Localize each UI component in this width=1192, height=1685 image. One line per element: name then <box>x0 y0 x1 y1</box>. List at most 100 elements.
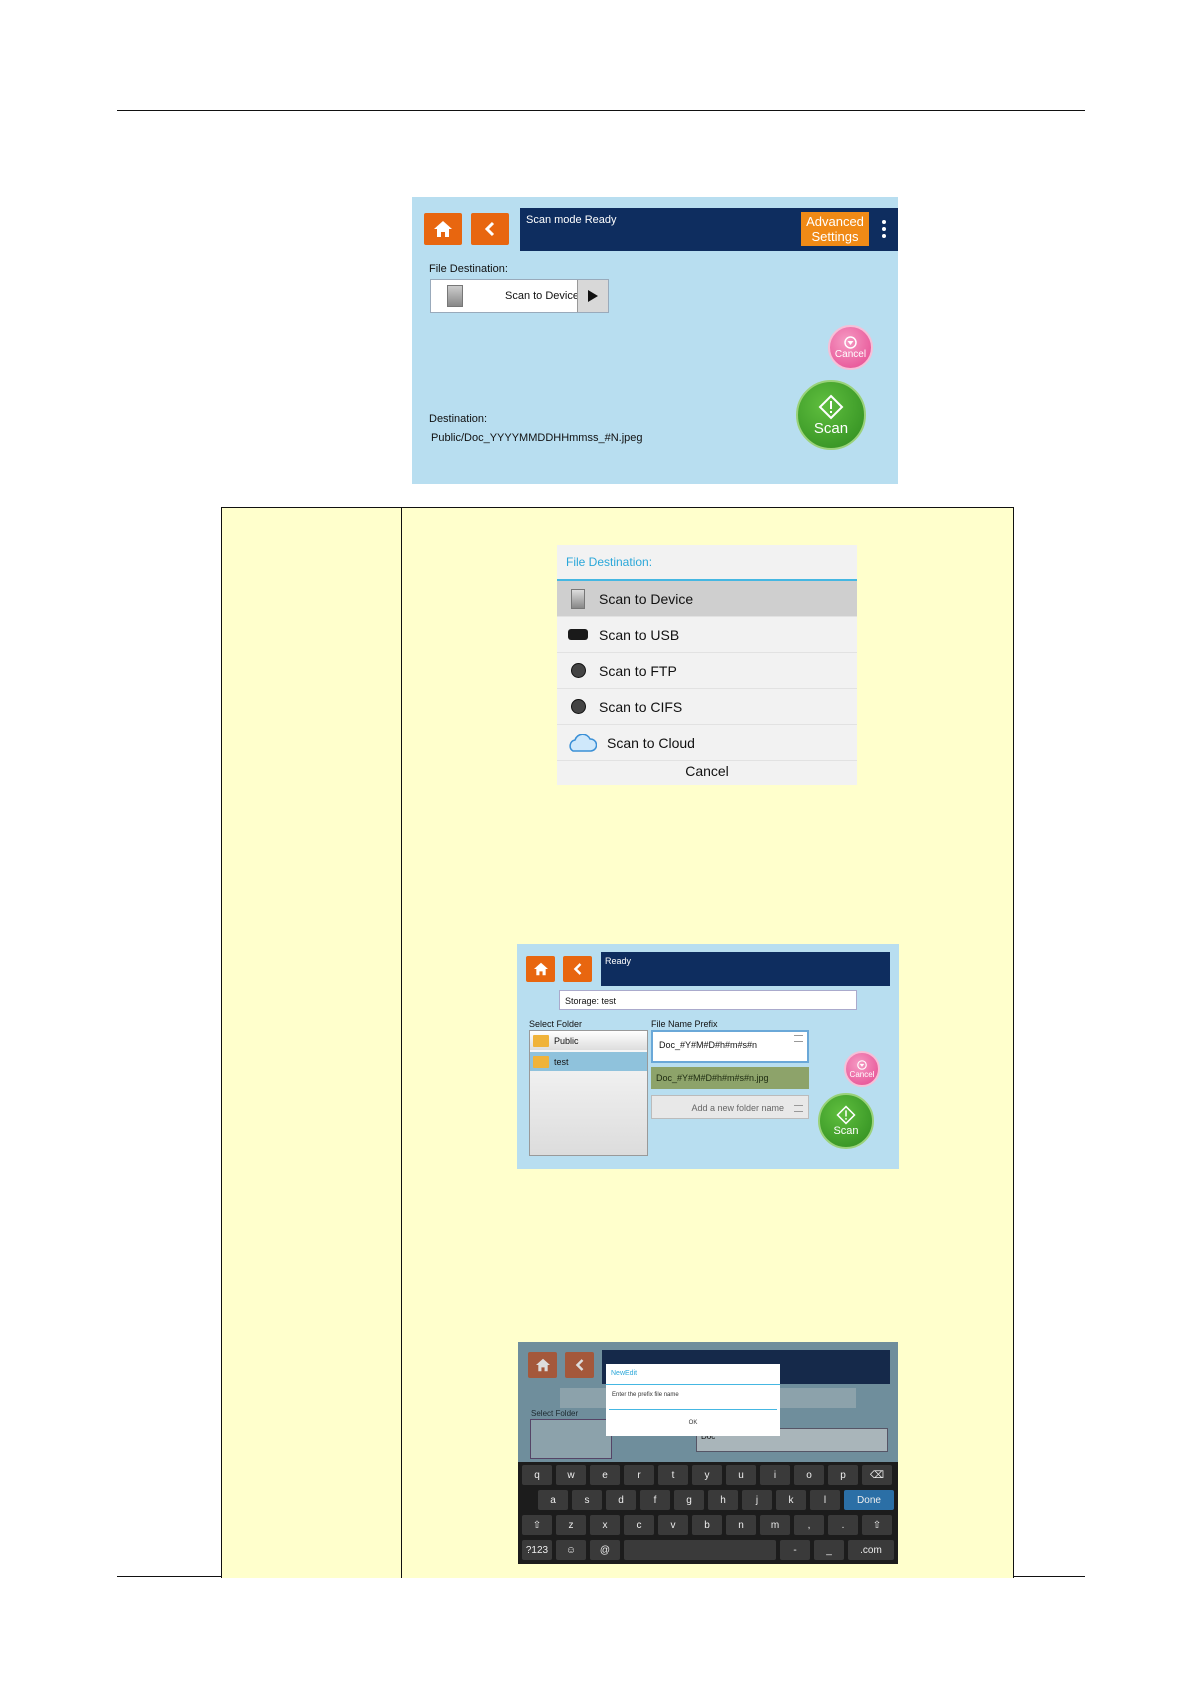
menu-title: File Destination: <box>566 555 653 569</box>
back-button[interactable] <box>565 1352 594 1378</box>
home-button[interactable] <box>528 1352 557 1378</box>
keyboard-key[interactable]: f <box>640 1490 670 1510</box>
keyboard-key[interactable]: d <box>606 1490 636 1510</box>
keyboard-key[interactable]: y <box>692 1465 722 1485</box>
folder-item-public[interactable]: Public <box>530 1031 647 1050</box>
keyboard-key[interactable]: ⌫ <box>862 1465 892 1485</box>
cancel-down-icon <box>844 335 857 349</box>
folder-name: Public <box>554 1035 579 1046</box>
menu-item-label: Scan to USB <box>599 626 680 643</box>
prefix-input[interactable]: Doc_#Y#M#D#h#m#s#n <box>651 1030 809 1063</box>
cloud-icon <box>565 733 597 753</box>
overflow-menu-icon[interactable] <box>882 220 886 238</box>
keyboard-key[interactable]: v <box>658 1515 688 1535</box>
chevron-left-icon <box>575 1359 583 1371</box>
top-rule <box>117 110 1085 111</box>
keyboard-key[interactable]: - <box>780 1540 810 1560</box>
keyboard-key[interactable]: n <box>726 1515 756 1535</box>
keyboard-key[interactable]: g <box>674 1490 704 1510</box>
keyboard-key[interactable]: a <box>538 1490 568 1510</box>
keyboard-key[interactable]: h <box>708 1490 738 1510</box>
scan-label: Scan <box>813 419 849 437</box>
keyboard-key[interactable]: ☺ <box>556 1540 586 1560</box>
destination-path: Public/Doc_YYYYMMDDHHmmss_#N.jpeg <box>431 432 643 444</box>
cancel-button[interactable]: Cancel <box>844 1051 880 1087</box>
home-icon <box>535 1358 550 1372</box>
dialog-input-text: Enter the prefix file name <box>612 1392 679 1398</box>
status-text: Scan mode Ready <box>526 214 617 226</box>
keyboard-key[interactable]: @ <box>590 1540 620 1560</box>
folder-select-screenshot: Ready Storage: test Select Folder Public… <box>517 944 899 1169</box>
keyboard-key[interactable]: . <box>828 1515 858 1535</box>
keyboard-key[interactable]: u <box>726 1465 756 1485</box>
destination-selector[interactable]: Scan to Device <box>430 279 609 313</box>
usb-icon <box>567 625 589 645</box>
keyboard-key[interactable]: l <box>810 1490 840 1510</box>
home-button[interactable] <box>526 956 555 982</box>
dialog-title: NewEdit <box>611 1370 638 1377</box>
folder-icon <box>533 1055 549 1068</box>
dialog-ok-button[interactable]: OK <box>688 1420 698 1426</box>
file-name-prefix-label: File Name Prefix <box>651 1019 718 1029</box>
scan-label: Scan <box>833 1125 859 1137</box>
keyboard-key[interactable]: j <box>742 1490 772 1510</box>
keyboard-key[interactable]: k <box>776 1490 806 1510</box>
home-icon <box>434 221 452 237</box>
select-folder-label: Select Folder <box>529 1019 583 1029</box>
keyboard-key[interactable]: c <box>624 1515 654 1535</box>
new-folder-input[interactable]: Add a new folder name <box>651 1095 809 1119</box>
menu-item-scan-to-ftp[interactable]: Scan to FTP <box>557 653 857 689</box>
destination-value: Scan to Device <box>505 290 579 302</box>
keyboard-key[interactable]: z <box>556 1515 586 1535</box>
keyboard-key[interactable]: q <box>522 1465 552 1485</box>
keyboard-key[interactable]: , <box>794 1515 824 1535</box>
keyboard-key[interactable]: ⇧ <box>522 1515 552 1535</box>
cancel-button[interactable]: Cancel <box>828 325 873 370</box>
advanced-settings-button[interactable]: Advanced Settings <box>801 212 869 246</box>
keyboard-key[interactable]: p <box>828 1465 858 1485</box>
keyboard-key[interactable]: ⇧ <box>862 1515 892 1535</box>
keyboard-spacebar[interactable] <box>624 1540 776 1560</box>
keyboard-key[interactable]: Done <box>844 1490 894 1510</box>
keyboard-key[interactable]: r <box>624 1465 654 1485</box>
keyboard-key[interactable]: x <box>590 1515 620 1535</box>
keyboard-key[interactable]: _ <box>814 1540 844 1560</box>
scanner-icon <box>447 285 463 307</box>
menu-item-scan-to-cifs[interactable]: Scan to CIFS <box>557 689 857 725</box>
back-button[interactable] <box>563 956 592 982</box>
home-button[interactable] <box>424 213 462 245</box>
globe-icon <box>567 697 589 717</box>
folder-icon <box>533 1034 549 1047</box>
keyboard-key[interactable]: .com <box>848 1540 894 1560</box>
file-destination-label: File Destination: <box>429 263 508 275</box>
menu-cancel-button[interactable]: Cancel <box>685 763 729 779</box>
scan-button[interactable]: Scan <box>796 380 866 450</box>
keyboard-key[interactable]: e <box>590 1465 620 1485</box>
prefix-value: Doc_#Y#M#D#h#m#s#n <box>659 1040 758 1050</box>
menu-item-scan-to-usb[interactable]: Scan to USB <box>557 617 857 653</box>
folder-list-dimmed <box>530 1419 612 1459</box>
destination-menu: File Destination: Scan to Device Scan to… <box>557 545 857 785</box>
keyboard-key[interactable]: i <box>760 1465 790 1485</box>
keyboard-key[interactable]: b <box>692 1515 722 1535</box>
dialog-input[interactable]: Enter the prefix file name <box>609 1388 777 1410</box>
menu-item-scan-to-device[interactable]: Scan to Device <box>557 581 857 617</box>
folder-item-test[interactable]: test <box>530 1052 647 1071</box>
keyboard-key[interactable]: s <box>572 1490 602 1510</box>
play-arrow-icon[interactable] <box>577 280 608 312</box>
prefix-preview-text: Doc_#Y#M#D#h#m#s#n.jpg <box>656 1073 769 1083</box>
back-button[interactable] <box>471 213 509 245</box>
keyboard-key[interactable]: ?123 <box>522 1540 552 1560</box>
storage-field[interactable]: Storage: test <box>559 990 857 1010</box>
menu-item-scan-to-cloud[interactable]: Scan to Cloud <box>557 725 857 761</box>
keyboard-key[interactable]: t <box>658 1465 688 1485</box>
scan-button[interactable]: Scan <box>818 1093 874 1149</box>
keyboard-key[interactable]: o <box>794 1465 824 1485</box>
doc-field-text: Doc <box>701 1432 716 1441</box>
keyboard-key[interactable]: w <box>556 1465 586 1485</box>
scan-mode-screenshot: Scan mode Ready Advanced Settings File D… <box>412 197 898 484</box>
keyboard-key[interactable]: m <box>760 1515 790 1535</box>
scanner-icon <box>567 588 589 609</box>
settings-label: Settings <box>811 229 859 244</box>
